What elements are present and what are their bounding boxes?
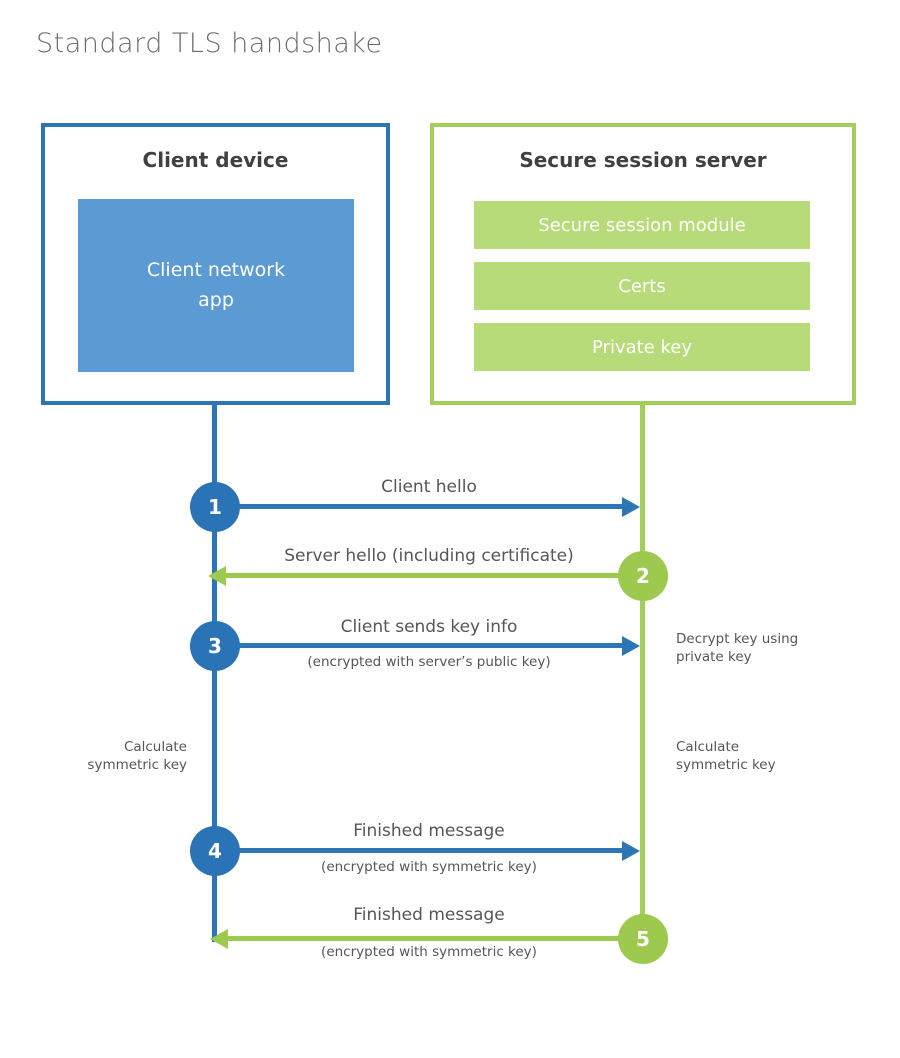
- server-module-secure-session: Secure session module: [474, 201, 810, 249]
- note-calculate-symmetric-key-server: Calculate symmetric key: [676, 739, 776, 773]
- client-network-app-box: Client network app: [78, 199, 354, 372]
- note-calculate-symmetric-key-client: Calculate symmetric key: [87, 739, 187, 773]
- message-2-label: Server hello (including certificate): [284, 546, 574, 566]
- message-5-sublabel: (encrypted with symmetric key): [321, 944, 537, 960]
- step-3-badge: 3: [190, 621, 240, 671]
- step-4-badge: 4: [190, 826, 240, 876]
- message-2-arrowhead-icon: [208, 566, 226, 586]
- message-4-arrowhead-icon: [622, 841, 640, 861]
- note-decrypt-key: Decrypt key using private key: [676, 631, 799, 665]
- message-5-label: Finished message: [353, 905, 505, 925]
- client-lifeline: [212, 405, 217, 942]
- step-1-badge: 1: [190, 482, 240, 532]
- server-lifeline: [640, 405, 645, 939]
- message-4-label: Finished message: [353, 821, 505, 841]
- message-3-sublabel: (encrypted with server’s public key): [307, 654, 551, 670]
- message-1-arrow-line: [215, 504, 622, 509]
- message-3-arrow-line: [215, 643, 622, 648]
- secure-session-server-title: Secure session server: [519, 148, 767, 172]
- message-3-arrowhead-icon: [622, 636, 640, 656]
- message-4-sublabel: (encrypted with symmetric key): [321, 859, 537, 875]
- message-2-arrow-line: [226, 573, 643, 578]
- page-title: Standard TLS handshake: [36, 28, 383, 59]
- step-5-badge: 5: [618, 914, 668, 964]
- server-module-private-key: Private key: [474, 323, 810, 371]
- message-4-arrow-line: [215, 848, 622, 853]
- message-5-arrowhead-icon: [210, 929, 228, 949]
- message-1-arrowhead-icon: [622, 497, 640, 517]
- message-3-label: Client sends key info: [340, 617, 518, 637]
- server-module-certs: Certs: [474, 262, 810, 310]
- message-1-label: Client hello: [381, 477, 477, 497]
- message-5-arrow-line: [228, 936, 643, 941]
- step-2-badge: 2: [618, 551, 668, 601]
- client-device-title: Client device: [142, 148, 289, 172]
